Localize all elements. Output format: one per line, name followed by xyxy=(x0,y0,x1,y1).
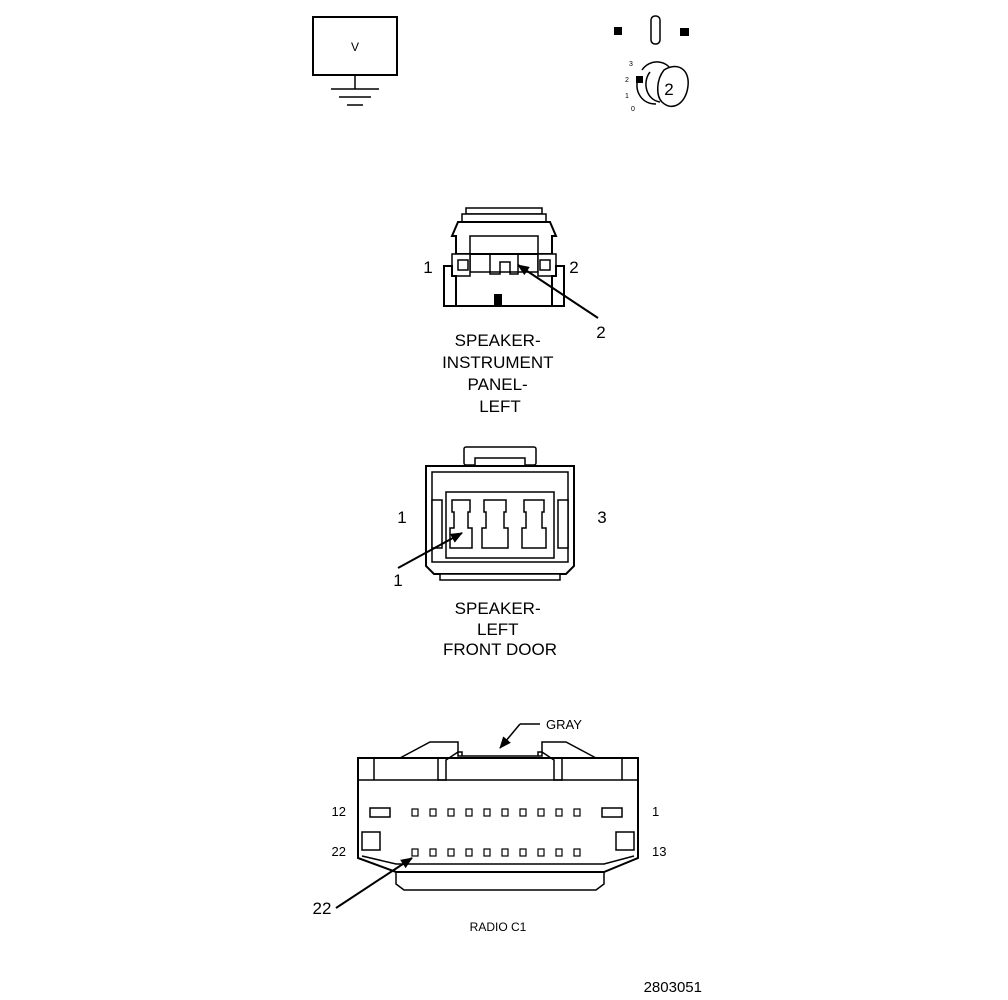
radio-c1-name: RADIO C1 xyxy=(470,920,527,934)
radio-c1-pin-row-top xyxy=(411,808,581,817)
figure-number: 2803051 xyxy=(644,979,702,996)
speaker-ip-pin-1-label: 1 xyxy=(423,258,432,277)
speaker-door-name-line-3: FRONT DOOR xyxy=(443,640,557,659)
speaker-ip-name-line-1: SPEAKER- xyxy=(455,331,541,350)
speaker-door-name-line-1: SPEAKER- xyxy=(455,599,541,618)
radio-c1-pin-row-bottom xyxy=(411,848,581,857)
pin-cavity xyxy=(465,808,473,817)
pin-cavity xyxy=(573,808,581,817)
radio-callout-number: 22 xyxy=(313,899,332,918)
radio-pin-12-label: 12 xyxy=(332,804,346,819)
speaker-ip-name-line-4: LEFT xyxy=(479,397,521,416)
radio-color-label: GRAY xyxy=(546,717,582,732)
pin-cavity xyxy=(429,848,437,857)
ignition-position-label: 2 xyxy=(664,80,673,99)
speaker-door-name: SPEAKER- LEFT FRONT DOOR xyxy=(443,599,557,659)
speaker-ip-name-line-2: INSTRUMENT xyxy=(442,353,553,372)
pin-cavity xyxy=(429,808,437,817)
pin-cavity xyxy=(483,808,491,817)
speaker-ip-name-line-3: PANEL- xyxy=(468,375,528,394)
pin-cavity xyxy=(411,808,419,817)
ignition-scale-1: 1 xyxy=(625,93,629,100)
pin-cavity xyxy=(519,808,527,817)
radio-pin-1-label: 1 xyxy=(652,804,659,819)
radio-pin-22-label: 22 xyxy=(332,844,346,859)
speaker-door-callout-number: 1 xyxy=(393,571,402,590)
radio-c1-connector xyxy=(357,741,639,891)
pin-cavity xyxy=(465,848,473,857)
pin-cavity xyxy=(573,848,581,857)
pin-cavity xyxy=(447,808,455,817)
radio-callout-arrow xyxy=(335,857,413,909)
pin-cavity xyxy=(555,808,563,817)
speaker-ip-pin-2-label: 2 xyxy=(569,258,578,277)
pin-cavity xyxy=(537,848,545,857)
ignition-key-icon: 3 2 1 0 2 xyxy=(614,15,689,113)
pin-cavity xyxy=(537,808,545,817)
voltmeter-label: V xyxy=(351,40,359,54)
pin-cavity xyxy=(483,848,491,857)
pin-cavity xyxy=(447,848,455,857)
pin-cavity xyxy=(501,808,509,817)
speaker-door-pin-1-label: 1 xyxy=(397,508,406,527)
speaker-instrument-panel-left-connector xyxy=(443,207,565,307)
radio-gray-arrow xyxy=(499,723,521,749)
speaker-door-pin-3-label: 3 xyxy=(597,508,606,527)
pin-cavity xyxy=(555,848,563,857)
speaker-door-callout-arrow xyxy=(397,532,463,569)
ignition-scale-3: 3 xyxy=(629,61,633,68)
speaker-ip-callout-number: 2 xyxy=(596,323,605,342)
ignition-scale-2: 2 xyxy=(625,77,629,84)
speaker-door-name-line-2: LEFT xyxy=(477,620,518,639)
voltmeter-icon: V xyxy=(312,16,398,106)
ignition-scale-0: 0 xyxy=(631,106,635,113)
pin-cavity xyxy=(501,848,509,857)
pin-cavity xyxy=(411,848,419,857)
speaker-ip-name: SPEAKER- INSTRUMENT PANEL- LEFT xyxy=(442,331,558,416)
radio-pin-13-label: 13 xyxy=(652,844,666,859)
pin-cavity xyxy=(519,848,527,857)
speaker-ip-callout-arrow xyxy=(517,264,599,319)
speaker-left-front-door-connector xyxy=(425,446,575,581)
